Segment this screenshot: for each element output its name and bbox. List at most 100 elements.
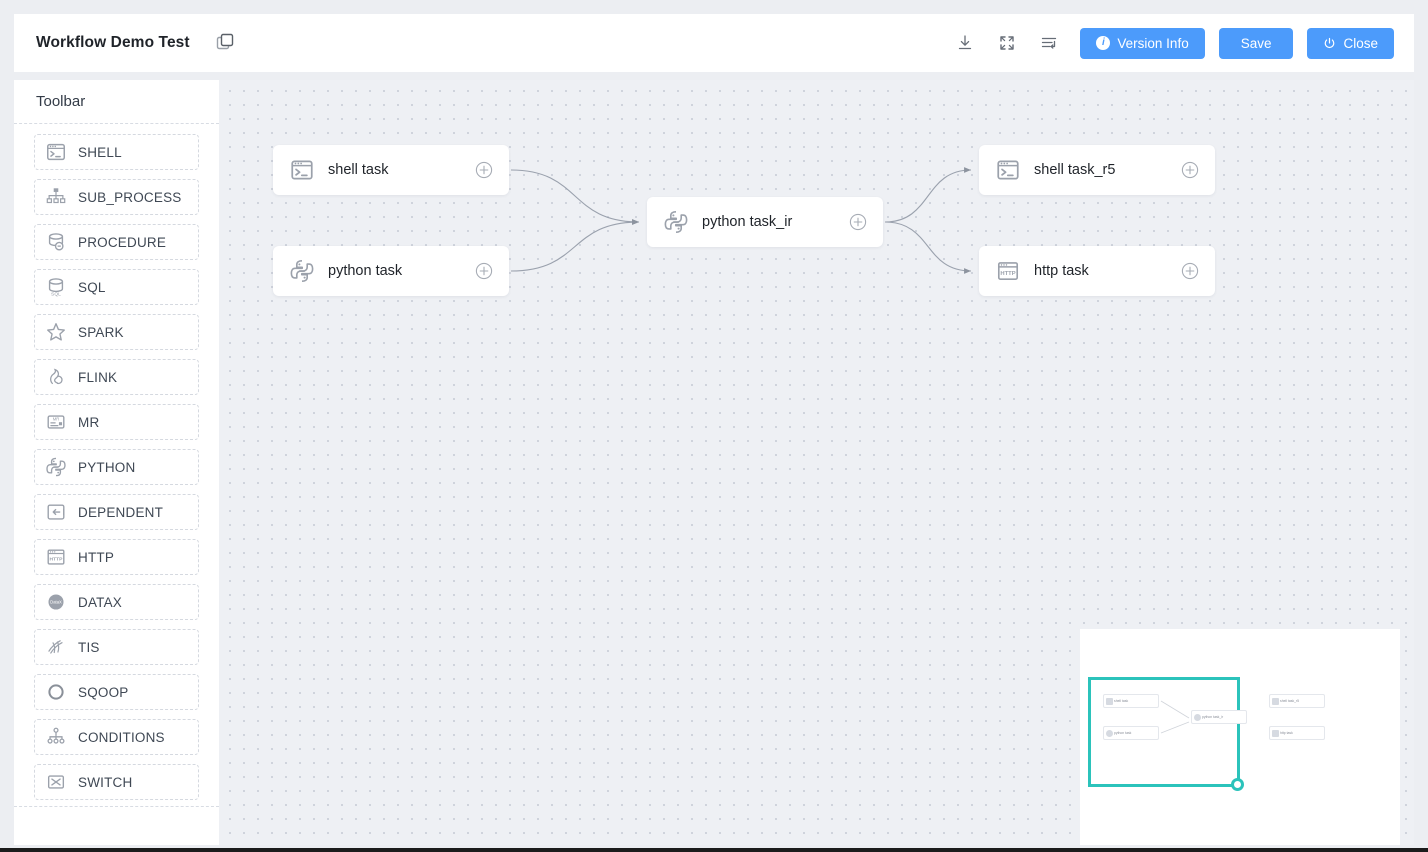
python-icon [289,258,315,284]
svg-text:SQL: SQL [51,292,61,298]
toolbar-item-mr[interactable]: MR MR [34,404,199,440]
version-info-button[interactable]: i Version Info [1080,27,1205,59]
workflow-edge[interactable] [884,221,972,274]
app-header: Workflow Demo Test i Version Info [14,14,1414,72]
toolbar-title: Toolbar [14,80,219,124]
minimap-node: shell task [1103,694,1159,708]
save-label: Save [1240,35,1272,51]
add-downstream-icon[interactable] [475,262,493,280]
toolbar-item-label: TIS [78,639,100,655]
add-downstream-icon[interactable] [849,213,867,231]
svg-text:MR: MR [53,417,60,422]
add-downstream-icon[interactable] [475,161,493,179]
toolbar-item-spark[interactable]: SPARK [34,314,199,350]
mr-icon: MR [45,411,67,433]
add-downstream-icon[interactable] [1181,161,1199,179]
svg-text:HTTP: HTTP [1000,271,1015,277]
workflow-node-label: shell task [328,162,389,178]
conditions-icon [45,726,67,748]
toolbar-item-label: CONDITIONS [78,729,165,745]
toolbar-item-conditions[interactable]: CONDITIONS [34,719,199,755]
toolbar-item-label: PYTHON [78,459,136,475]
toolbar-item-label: MR [78,414,100,430]
minimap-node: python task [1103,726,1159,740]
minimap-node-label: python task_ir [1202,715,1224,719]
workflow-node-python-task[interactable]: python task [273,246,509,296]
tis-icon [45,636,67,658]
minimap-node: shell task_r5 [1269,694,1325,708]
sqoop-icon [45,681,67,703]
sub-process-icon [45,186,67,208]
minimap-panel[interactable]: shell task python task python task_ir shell… [1080,629,1400,845]
minimap-node-icon [1194,713,1201,721]
toolbar-item-tis[interactable]: TIS [34,629,199,665]
format-icon[interactable] [1032,28,1066,58]
save-button[interactable]: Save [1218,27,1294,59]
minimap-viewport[interactable]: shell task python task python task_ir shell… [1088,677,1325,791]
svg-text:DataX: DataX [50,600,62,605]
workflow-edge[interactable] [510,169,640,225]
workflow-node-label: python task_ir [702,214,793,230]
toolbar-item-label: SHELL [78,144,122,160]
svg-text:HTTP: HTTP [50,556,64,562]
toolbar-item-flink[interactable]: FLINK [34,359,199,395]
toolbar-item-dependent[interactable]: DEPENDENT [34,494,199,530]
page-title: Workflow Demo Test [36,34,190,51]
workflow-edge[interactable] [884,167,972,223]
edge-layer [510,167,972,274]
procedure-icon [45,231,67,253]
toolbar-item-python[interactable]: PYTHON [34,449,199,485]
minimap-node-label: python task [1114,731,1132,735]
copy-icon[interactable] [216,33,236,53]
datax-icon: DataX [45,591,67,613]
http-icon: HTTP [45,546,67,568]
bottom-bar [0,848,1428,852]
flink-icon [45,366,67,388]
dependent-icon [45,501,67,523]
sidebar-bottom-divider [14,806,219,807]
toolbar-item-procedure[interactable]: PROCEDURE [34,224,199,260]
toolbar-item-sql[interactable]: SQL SQL [34,269,199,305]
minimap-node-label: shell task_r5 [1280,699,1300,703]
toolbar-item-sub_process[interactable]: SUB_PROCESS [34,179,199,215]
toolbar-item-label: PROCEDURE [78,234,167,250]
toolbar-item-label: DEPENDENT [78,504,164,520]
minimap-node: http task [1269,726,1325,740]
workflow-edge[interactable] [510,219,640,272]
toolbar-item-shell[interactable]: SHELL [34,134,199,170]
version-info-label: Version Info [1117,35,1189,51]
python-icon [663,209,689,235]
minimap-node-label: shell task [1114,699,1129,703]
workflow-node-label: http task [1034,263,1089,279]
download-icon[interactable] [948,28,982,58]
python-icon [45,456,67,478]
toolbar-item-label: FLINK [78,369,118,385]
http-icon: HTTP [995,258,1021,284]
toolbar-item-sqoop[interactable]: SQOOP [34,674,199,710]
minimap-node-icon [1106,697,1113,705]
workflow-node-python-task-ir[interactable]: python task_ir [647,197,883,247]
workflow-node-shell-task[interactable]: shell task [273,145,509,195]
minimap-resize-handle[interactable] [1231,778,1244,791]
toolbar-item-switch[interactable]: SWITCH [34,764,199,800]
add-downstream-icon[interactable] [1181,262,1199,280]
toolbar-item-label: SQL [78,279,106,295]
toolbar-item-list: SHELL SUB_PROCESS PROCEDURE SQL SQL SPARK FLIN… [14,124,219,800]
workflow-node-label: python task [328,263,403,279]
info-icon: i [1096,36,1111,50]
toolbar-item-label: SWITCH [78,774,133,790]
fullscreen-icon[interactable] [990,28,1024,58]
workflow-node-label: shell task_r5 [1034,162,1116,178]
close-button[interactable]: Close [1307,27,1394,59]
toolbar-item-label: SPARK [78,324,124,340]
workflow-node-shell-task-r5[interactable]: shell task_r5 [979,145,1215,195]
minimap-node-icon [1106,729,1113,737]
shell-icon [289,157,315,183]
close-label: Close [1343,35,1378,51]
minimap-node-icon [1272,729,1279,737]
workflow-node-http-task[interactable]: HTTP http task [979,246,1215,296]
